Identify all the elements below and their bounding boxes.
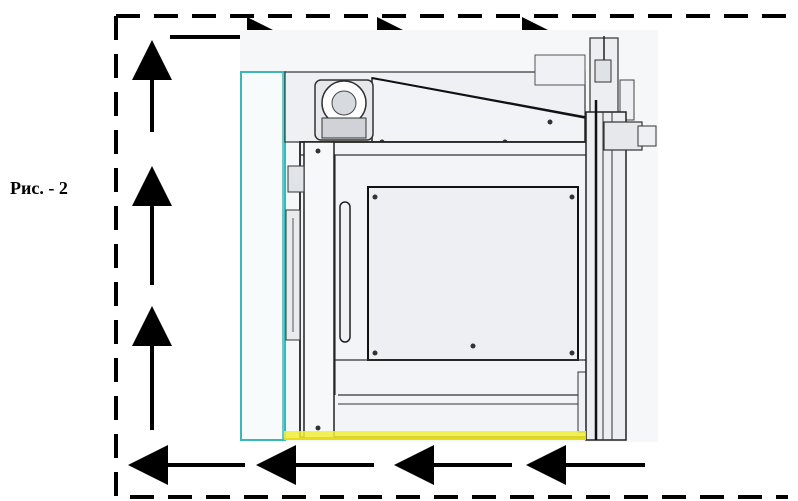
bottom-highlight [284,431,586,439]
right-column [585,111,627,441]
machine-drawing [240,30,658,442]
inspection-panel [367,186,579,361]
door-handle [339,201,351,343]
left-side-panel [240,71,286,441]
dashed-boundary [114,14,788,500]
door-frame [303,141,335,439]
fan-motor [314,79,374,141]
figure-label: Рис. - 2 [10,178,68,198]
